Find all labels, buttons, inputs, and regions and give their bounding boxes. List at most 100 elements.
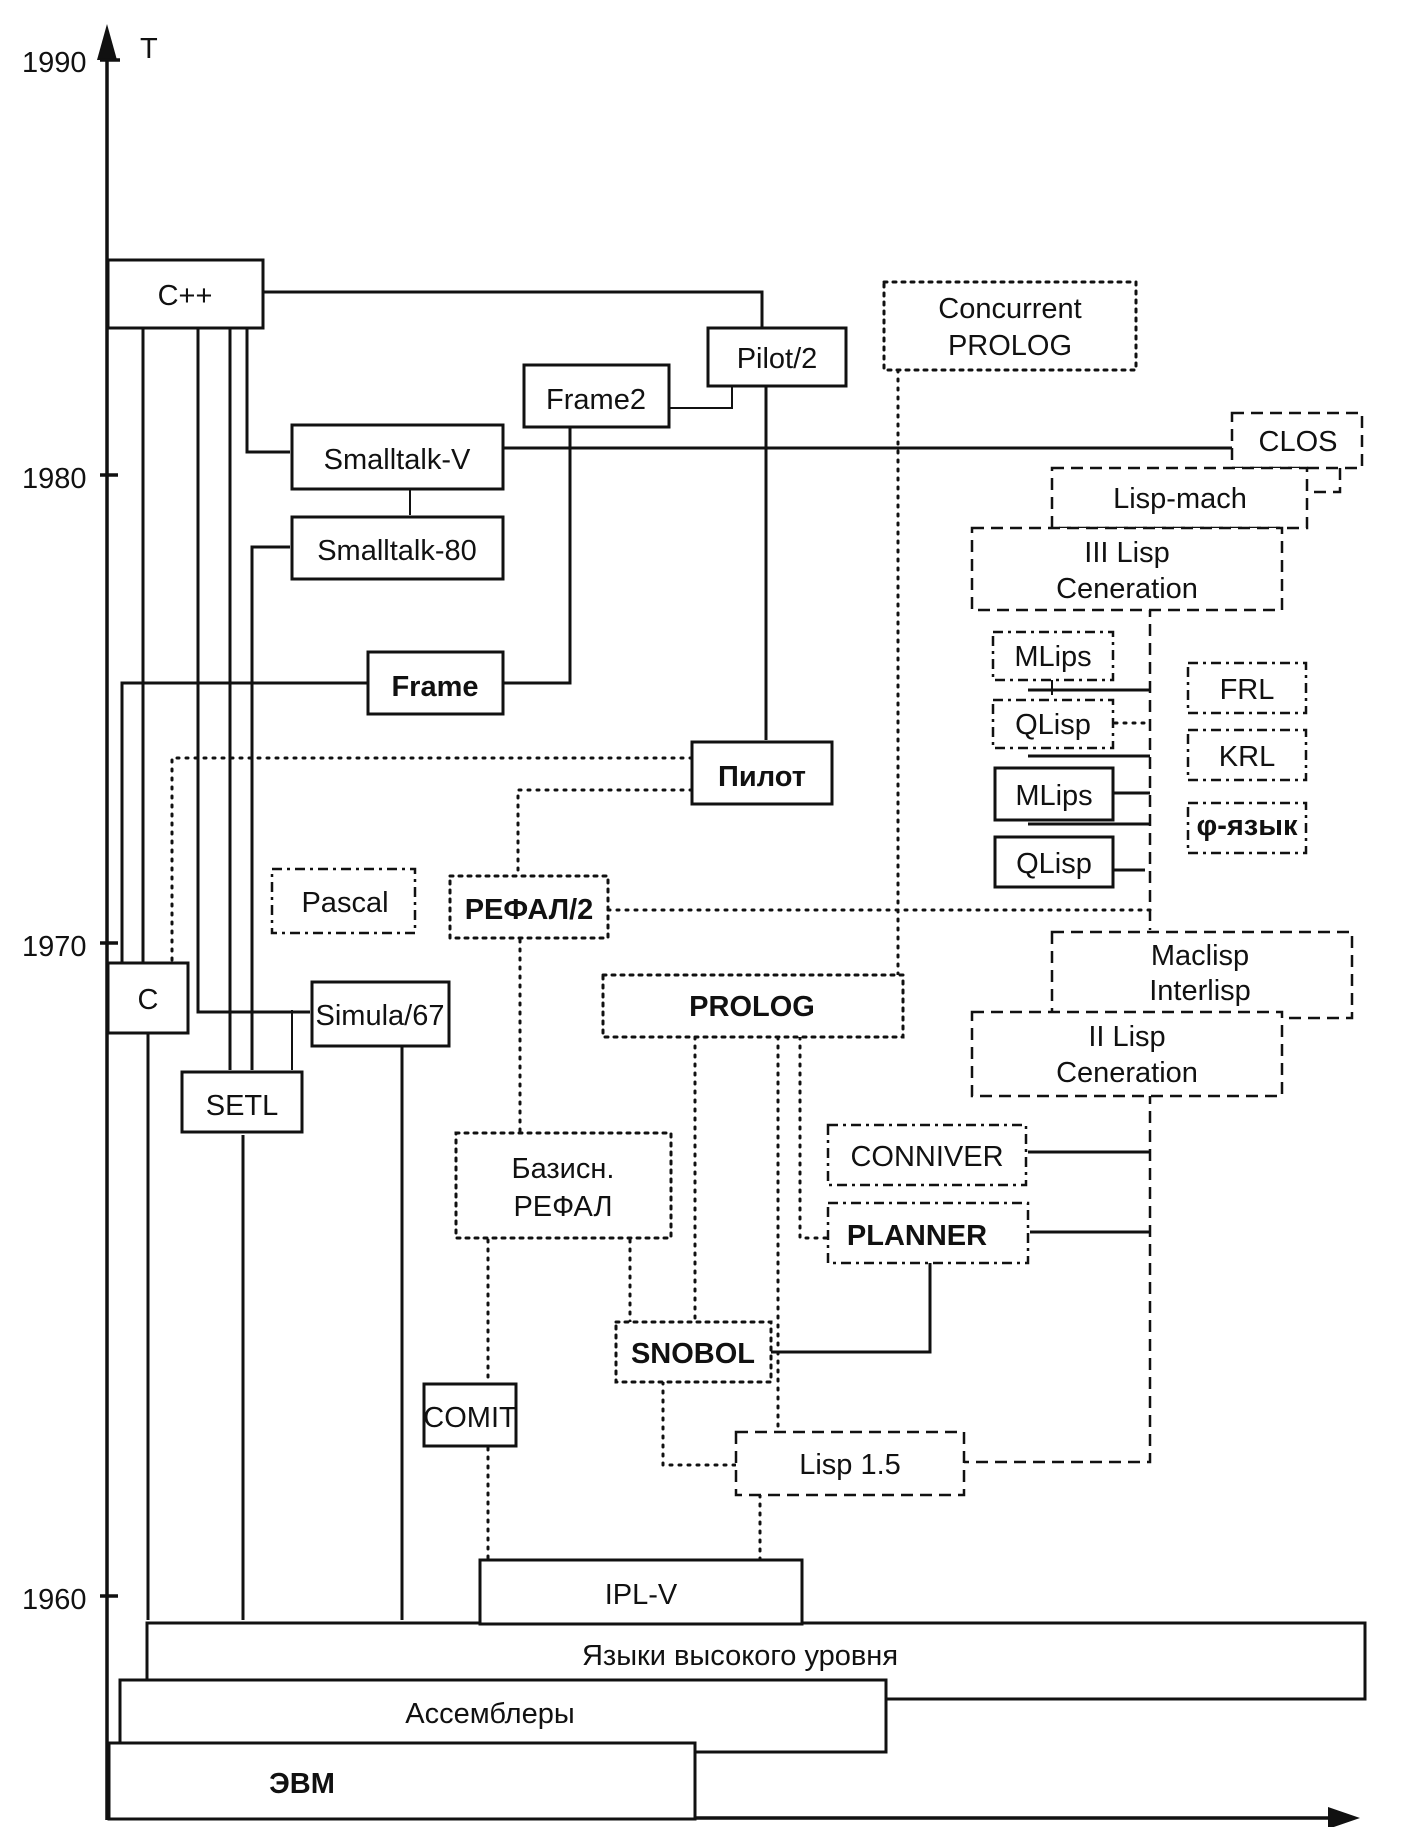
node-concurrent-prolog-label-2: PROLOG [948,330,1072,362]
node-krl-label: KRL [1219,741,1275,773]
node-planner [826,1201,1030,1265]
node-smalltalk-v [290,423,505,491]
node-cpp-label: C++ [158,280,213,312]
layer-evm-label: ЭВМ [269,1768,335,1800]
node-cpp [106,258,265,330]
node-basic-refal [454,1131,673,1240]
node-conniver [826,1123,1028,1187]
link-cpp-pilot2 [262,290,764,330]
node-phi-language [1186,801,1308,855]
layer-computers [107,1741,697,1821]
node-frl [1186,661,1308,715]
node-simula67 [310,980,451,1048]
node-qlisp-b [993,835,1115,889]
node-pascal [270,867,417,935]
node-lisp15-label: Lisp 1.5 [799,1449,901,1481]
link-c-frame [120,681,367,963]
node-ipl-v [478,1558,804,1626]
node-lisp-gen-2 [970,1010,1284,1098]
node-simula67-label: Simula/67 [316,1000,445,1032]
node-krl [1186,728,1308,782]
node-frame-label: Frame [391,671,478,703]
node-maclisp-label: Maclisp [1151,940,1249,972]
link-setl-smalltalk80 [250,545,290,1070]
node-smalltalk-80 [290,515,505,581]
node-frame2-label: Frame2 [546,384,646,416]
node-qlisp-a [991,698,1115,750]
node-conniver-label: CONNIVER [850,1141,1003,1173]
node-mlips-b [993,766,1115,822]
node-prolog-label: PROLOG [689,991,815,1023]
node-frl-label: FRL [1220,674,1275,706]
node-pascal-label: Pascal [301,887,388,919]
node-pilot [690,740,834,806]
node-concurrent-prolog-label-1: Concurrent [938,293,1081,325]
node-clos-label: CLOS [1259,426,1338,458]
node-smalltalk-v-label: Smalltalk-V [324,444,471,476]
node-lisp-gen-2-label-2: Ceneration [1056,1057,1198,1089]
tick-label-1980: 1980 [22,463,87,495]
node-lisp-gen-3 [970,526,1284,612]
link-cpp-simula [196,328,310,1014]
node-planner-label: PLANNER [847,1220,987,1252]
node-basic-refal-label-2: РЕФАЛ [513,1191,612,1223]
tick-label-1990: 1990 [22,47,87,79]
solid-nodes: C++ Pilot/2 Frame2 Smalltalk-V Smalltalk… [106,258,1115,1448]
node-frame [366,650,505,716]
layer-asm-label: Ассемблеры [405,1698,574,1730]
layer-hll-label: Языки высокого уровня [582,1640,898,1672]
node-mlips-a [991,630,1115,682]
x-axis-arrow-icon [1328,1807,1360,1829]
link-cpp-smalltalk-v [245,328,290,454]
lisp2-trunk [962,1092,1152,1464]
node-phi-language-label: φ-язык [1196,810,1298,842]
node-refal2-label: РЕФАЛ/2 [465,894,594,926]
node-setl [180,1070,304,1134]
y-axis-label: T [140,33,158,65]
layer-assemblers [118,1678,888,1754]
node-prolog [601,973,905,1039]
link-prolog-planner [798,1035,830,1240]
node-lisp15 [734,1430,966,1497]
node-refal2 [448,874,610,940]
node-snobol [614,1320,773,1384]
dashed-nodes: Concurrent PROLOG CLOS Lisp-mach III Lis… [270,280,1364,1497]
link-snobol-lisp15 [661,1380,737,1467]
link-frame-frame2 [500,428,572,685]
node-mlips-b-label: MLips [1015,780,1092,812]
connectors [120,290,1342,1620]
node-smalltalk-80-label: Smalltalk-80 [317,535,477,567]
link-snobol-planner [770,1262,932,1354]
node-comit [422,1382,518,1448]
node-pilot2-label: Pilot/2 [737,343,818,375]
node-comit-label: COMIT [423,1402,517,1434]
node-frame2 [522,363,671,429]
node-lisp-gen-3-label-1: III Lisp [1084,537,1169,569]
node-interlisp-label: Interlisp [1149,975,1251,1007]
tick-label-1970: 1970 [22,931,87,963]
foundation-layers: Языки высокого уровня Ассемблеры ЭВМ IPL… [107,1558,1367,1821]
node-ipl-v-label: IPL-V [605,1579,678,1611]
node-qlisp-a-label: QLisp [1015,709,1091,741]
link-clos-lispmach [1305,463,1342,494]
link-pilot-refal2 [516,788,694,877]
node-lisp-gen-3-label-2: Ceneration [1056,573,1198,605]
node-pilot-label: Пилот [718,761,806,793]
node-qlisp-b-label: QLisp [1016,848,1092,880]
node-c [106,961,190,1035]
node-pilot2 [706,326,848,388]
node-maclisp-interlisp [1050,930,1354,1020]
node-mlips-a-label: MLips [1014,641,1091,673]
tick-label-1960: 1960 [22,1584,87,1616]
node-snobol-label: SNOBOL [631,1338,755,1370]
node-lisp-mach-label: Lisp-mach [1113,483,1247,515]
node-lisp-mach [1050,466,1309,530]
node-concurrent-prolog [882,280,1138,372]
node-c-label: C [138,984,159,1016]
node-setl-label: SETL [206,1090,279,1122]
link-pilot-c [170,756,694,965]
node-basic-refal-label-1: Базисн. [512,1153,615,1185]
y-axis-arrow-icon [97,24,117,60]
node-lisp-gen-2-label-1: II Lisp [1088,1021,1165,1053]
